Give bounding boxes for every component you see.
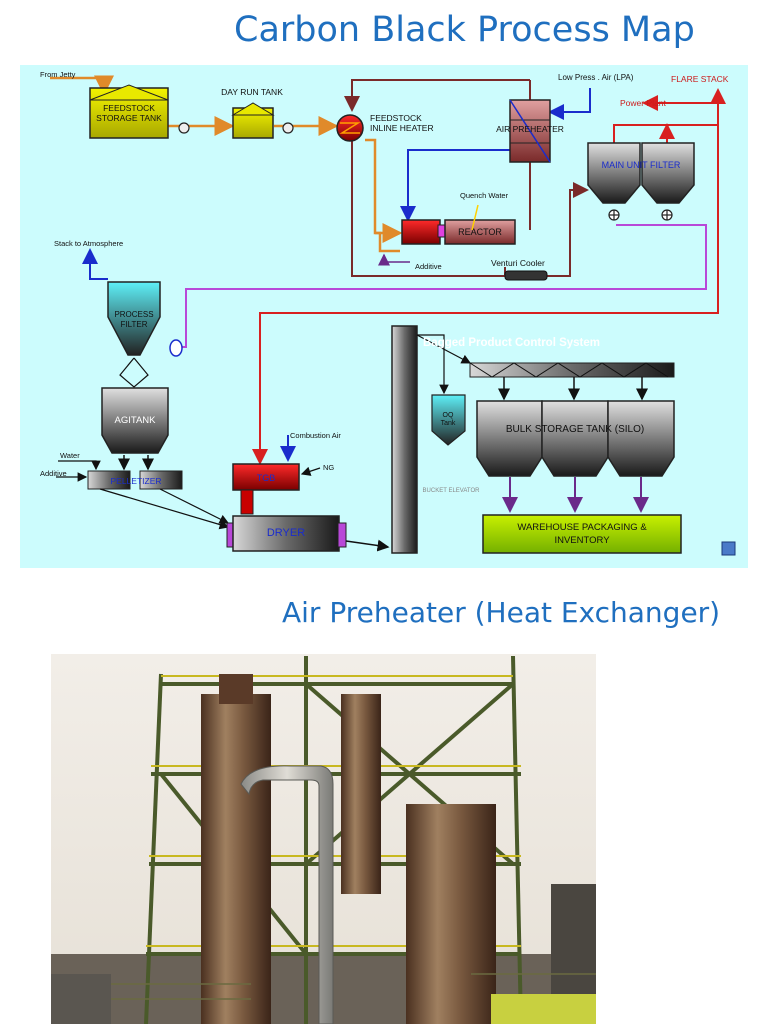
main-unit-filter: MAIN UNIT FILTER bbox=[587, 142, 695, 221]
process-map-diagram: FEEDSTOCK STORAGE TANK From Jetty DAY RU… bbox=[20, 65, 748, 568]
ng-label: NG bbox=[323, 463, 334, 472]
flare-stack-label: FLARE STACK bbox=[671, 74, 729, 84]
pelletizer: PELLETIZER bbox=[87, 470, 183, 490]
venturi-cooler: Venturi Cooler bbox=[491, 258, 548, 281]
oq-tank-label-1: OQ bbox=[443, 412, 454, 419]
oq-tank: OQ Tank bbox=[431, 394, 466, 446]
smoke-line bbox=[344, 79, 589, 277]
ng-arrow bbox=[300, 466, 321, 476]
slide-subtitle: Air Preheater (Heat Exchanger) bbox=[282, 596, 721, 629]
combustion-air-label: Combustion Air bbox=[290, 431, 341, 440]
stack-to-atmosphere-label: Stack to Atmosphere bbox=[54, 239, 123, 248]
water-label: Water bbox=[60, 451, 80, 460]
agitank-label: AGITANK bbox=[115, 415, 157, 426]
air-preheater-photo bbox=[51, 654, 596, 1024]
feedstock-storage-tank-label-1: FEEDSTOCK bbox=[103, 103, 155, 113]
tgb-label: TGB bbox=[257, 473, 276, 483]
corner-square-icon bbox=[721, 541, 736, 556]
flare-line bbox=[252, 88, 726, 465]
reactor-label: REACTOR bbox=[458, 227, 502, 237]
dryer-label: DRYER bbox=[267, 527, 305, 539]
conveyor bbox=[469, 362, 675, 378]
process-filter-label-2: FILTER bbox=[121, 320, 148, 329]
warehouse-label-2: INVENTORY bbox=[554, 535, 610, 546]
reactor: REACTOR Quench Water bbox=[401, 191, 516, 245]
dryer: DRYER bbox=[226, 515, 347, 552]
pellet-line bbox=[180, 224, 707, 348]
inline-heater-label-1: FEEDSTOCK bbox=[370, 113, 422, 123]
air-preheater-label: AIR PREHEATER bbox=[496, 124, 564, 134]
bulk-storage-tank-label: BULK STORAGE TANK (SILO) bbox=[506, 424, 644, 435]
main-unit-filter-label: MAIN UNIT FILTER bbox=[602, 160, 681, 170]
feedstock-storage-tank: FEEDSTOCK STORAGE TANK bbox=[89, 84, 169, 139]
feedstock-inline-heater: FEEDSTOCK INLINE HEATER bbox=[336, 113, 434, 142]
bucket-elevator: BUCKET ELEVATOR bbox=[391, 325, 481, 554]
agitank: AGITANK bbox=[101, 387, 169, 454]
bucket-elevator-label: BUCKET ELEVATOR bbox=[423, 488, 481, 494]
warehouse-packaging: WAREHOUSE PACKAGING & INVENTORY bbox=[482, 514, 682, 554]
process-filter-label-1: PROCESS bbox=[114, 310, 153, 319]
power-plant-label: Power Plant bbox=[620, 98, 666, 108]
from-jetty-label: From Jetty bbox=[40, 70, 76, 79]
dryer-outlet-arrow bbox=[345, 539, 390, 552]
feedstock-storage-tank-label-2: STORAGE TANK bbox=[96, 113, 162, 123]
process-filter: PROCESS FILTER bbox=[107, 281, 183, 357]
low-press-air-label: Low Press . Air (LPA) bbox=[558, 73, 634, 82]
warehouse-label-1: WAREHOUSE PACKAGING & bbox=[517, 522, 647, 533]
bulk-storage-tank: BULK STORAGE TANK (SILO) bbox=[476, 400, 675, 477]
pump-icon bbox=[178, 122, 294, 134]
additive-pelletizer-label: Additive bbox=[40, 469, 67, 478]
day-run-tank: DAY RUN TANK bbox=[221, 87, 283, 139]
air-preheater: AIR PREHEATER bbox=[496, 99, 564, 163]
additive-reactor-label: Additive bbox=[415, 262, 442, 271]
tgb: TGB bbox=[232, 463, 300, 515]
air-line bbox=[82, 88, 591, 462]
inline-heater-label-2: INLINE HEATER bbox=[370, 123, 434, 133]
pelletizer-label: PELLETIZER bbox=[110, 476, 161, 486]
venturi-cooler-label: Venturi Cooler bbox=[491, 258, 545, 268]
additive-reactor-arrow bbox=[378, 253, 410, 266]
slide-title: Carbon Black Process Map bbox=[234, 10, 695, 50]
product-control-system-label: Bagged Product Control System bbox=[423, 337, 600, 349]
oq-tank-label-2: Tank bbox=[441, 420, 456, 427]
quench-water-label: Quench Water bbox=[460, 191, 509, 200]
day-run-tank-label: DAY RUN TANK bbox=[221, 87, 283, 97]
process-filter-outlet bbox=[119, 357, 149, 388]
